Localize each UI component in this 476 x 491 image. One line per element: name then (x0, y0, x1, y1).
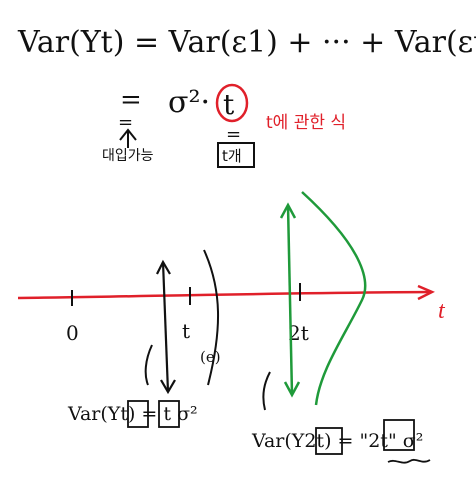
up-arrow-icon (119, 128, 137, 148)
tick-label-2t: 2t (288, 321, 309, 345)
sigma-term: σ²· (168, 85, 210, 120)
tail-stroke-t (144, 344, 153, 386)
tail-stroke-2t (262, 371, 271, 411)
time-axis (17, 290, 431, 300)
axis-arrowhead-icon (417, 284, 435, 301)
curve-label: (e) (200, 348, 221, 366)
spread-arrow-bottom-icon (160, 379, 176, 395)
box-y2t (315, 427, 343, 455)
tick-label-0: 0 (66, 321, 79, 345)
under-equals-t: = (226, 124, 241, 145)
tick-label-t: t (182, 319, 190, 343)
box-2t (383, 419, 415, 451)
density-curve-2t (301, 191, 367, 406)
circle-highlight (215, 83, 249, 123)
equals-left: = (120, 85, 142, 115)
axis-variable: t (438, 298, 446, 324)
formula-at-t: Var(Yt) = t σ² (67, 403, 198, 425)
boxed-t-frame (217, 142, 255, 168)
variance-formula: Var(Yt) = Var(ε1) + ··· + Var(εt) (17, 25, 476, 60)
density-curve-t (203, 249, 219, 386)
under-equals-left: = (118, 112, 133, 133)
formula-at-2t: Var(Y2t) = "2t" σ² (251, 430, 423, 452)
circled-t: t (223, 88, 235, 121)
box-t (158, 400, 180, 428)
green-arrow-bottom-icon (283, 381, 301, 398)
spread-arrow-top-icon (156, 259, 171, 275)
squiggle-underline (387, 458, 431, 464)
green-arrow-top-icon (279, 202, 297, 219)
spread-arrow-2t (286, 204, 294, 396)
boxed-t-note: t개 (222, 147, 242, 165)
left-note: 대입가능 (102, 148, 154, 164)
red-note: t에 관한 식 (266, 113, 346, 133)
spread-arrow-t (161, 261, 170, 393)
box-yt (127, 400, 149, 428)
